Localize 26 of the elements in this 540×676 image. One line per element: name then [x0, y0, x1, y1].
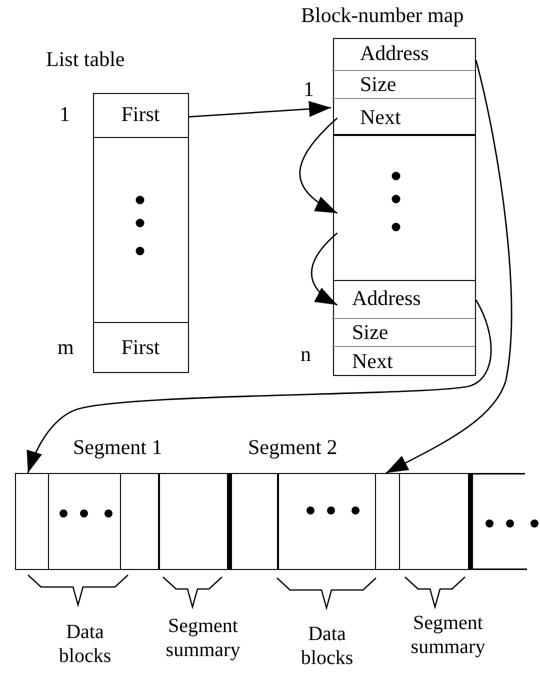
index-number: 1	[304, 78, 314, 100]
index-number: n	[300, 344, 311, 364]
field-label: First	[121, 337, 160, 358]
arrow	[310, 232, 338, 306]
field-label: Next	[352, 350, 393, 372]
arrow	[386, 60, 512, 474]
field-label: Size	[352, 322, 388, 343]
part-label: Segment summary	[164, 614, 242, 662]
index-number: m	[58, 336, 74, 358]
field-label: Address	[352, 288, 421, 309]
arrow	[188, 101, 332, 118]
field-label: Size	[360, 74, 396, 95]
field-label: Address	[360, 43, 429, 64]
field-label: Next	[360, 106, 401, 128]
part-label: Data blocks	[58, 620, 112, 668]
segment-title: Segment 1	[73, 437, 162, 458]
part-label: Segment summary	[410, 611, 486, 659]
table-title: List table	[46, 49, 125, 70]
arrow	[299, 117, 338, 214]
segment-title: Segment 2	[248, 437, 338, 458]
field-label: First	[121, 104, 160, 125]
table-title: Block-number map	[301, 5, 464, 26]
entry-group	[375, 472, 400, 570]
part-label: Data blocks	[300, 622, 354, 670]
index-number: 1	[60, 104, 70, 124]
arrow	[27, 300, 492, 474]
